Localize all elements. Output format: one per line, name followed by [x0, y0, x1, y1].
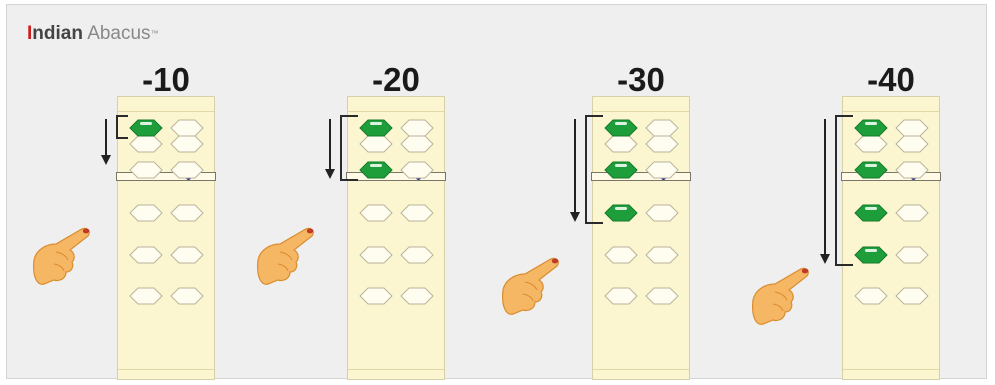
- abacus-illustration-panel: Indian Abacus™: [6, 4, 987, 379]
- brand-logo: Indian Abacus™: [27, 23, 159, 45]
- brand-name-first: Indian: [27, 23, 83, 44]
- trademark-symbol: ™: [150, 29, 159, 38]
- brand-name-second: Abacus: [87, 23, 151, 44]
